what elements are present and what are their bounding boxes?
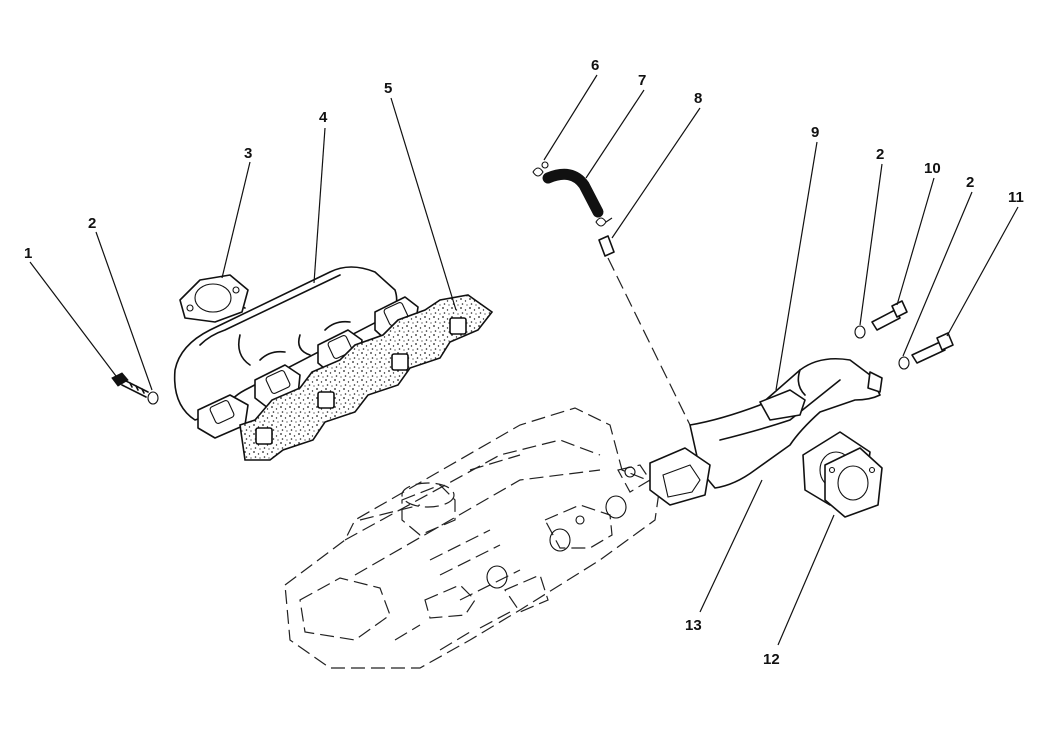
callout-2-right: 2	[966, 174, 974, 191]
washer-right-upper	[854, 325, 866, 339]
hose	[542, 168, 604, 218]
callout-1: 1	[24, 245, 32, 262]
hose-clamp	[532, 161, 549, 177]
crossover-pipe	[649, 357, 883, 506]
cylinder-head	[284, 407, 661, 669]
callout-4: 4	[319, 109, 328, 126]
callout-2: 2	[88, 215, 96, 232]
outlet-gasket	[179, 274, 249, 323]
washer-left	[147, 391, 159, 405]
outlet-flange-gasket	[824, 447, 883, 518]
callout-3: 3	[244, 145, 252, 162]
manifold-gasket	[239, 294, 494, 461]
hose-clamp-lower	[595, 217, 613, 227]
callout-5: 5	[384, 80, 392, 97]
callout-12: 12	[763, 651, 780, 668]
fitting	[598, 235, 615, 257]
callout-9: 9	[811, 124, 819, 141]
callout-8: 8	[694, 90, 702, 107]
bolt-right-lower	[911, 332, 954, 364]
callout-labels: 1 2 3 4 5 6 7 8 9 2 10 2 11 13 12	[24, 57, 1024, 668]
bolt-left	[111, 372, 149, 398]
bolt-right-upper	[871, 300, 908, 331]
washer-right-lower	[898, 356, 910, 370]
callout-2-upper-right: 2	[876, 146, 884, 163]
leader-lines	[29, 74, 1019, 646]
callout-11: 11	[1008, 189, 1024, 206]
callout-6: 6	[591, 57, 599, 74]
callout-13: 13	[685, 617, 702, 634]
callout-10: 10	[924, 160, 941, 177]
callout-7: 7	[638, 72, 646, 89]
assembly-line	[607, 257, 691, 426]
